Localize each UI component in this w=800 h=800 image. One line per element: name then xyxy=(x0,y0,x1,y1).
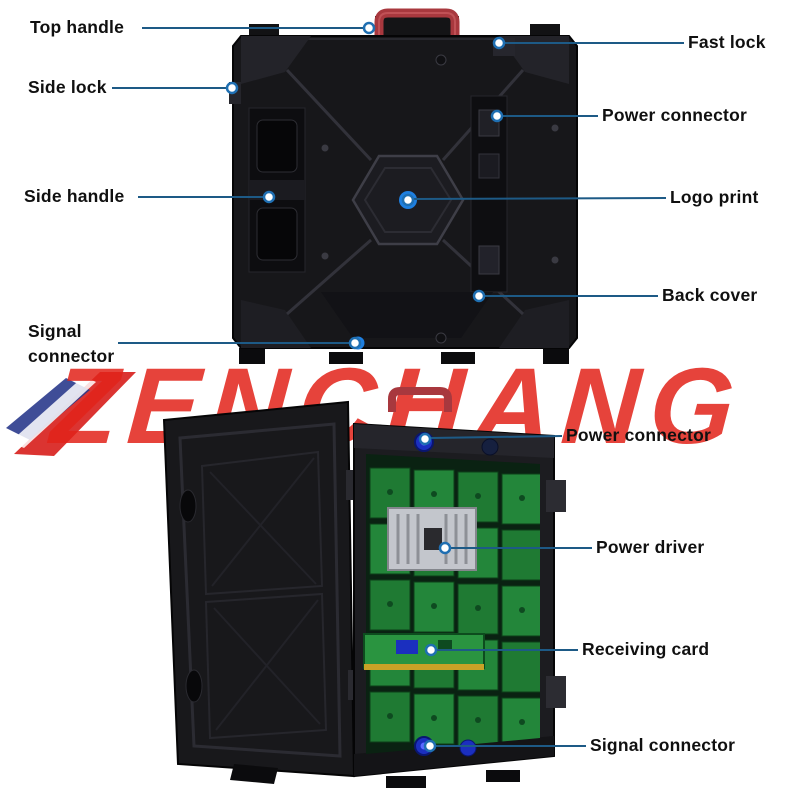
edge-lock-upper xyxy=(546,480,566,512)
brand-logo-white-stripe xyxy=(10,376,96,448)
callout-label-top-handle: Top handle xyxy=(30,17,125,37)
door-latch-upper xyxy=(179,489,197,523)
callout-label-back-cover: Back cover xyxy=(662,285,758,305)
callout-label-logo-print: Logo print xyxy=(670,187,759,207)
brand-logo-red-stripe xyxy=(14,372,136,456)
brand-logo xyxy=(6,372,136,456)
power-connector-part xyxy=(478,109,500,137)
callout-label-receiving-card: Receiving card xyxy=(582,639,710,659)
power-driver-psu xyxy=(387,507,477,571)
cabinet-back-art xyxy=(229,8,578,364)
receiving-card-board xyxy=(363,633,485,670)
callout-label-side-lock: Side lock xyxy=(28,77,107,97)
callout-label-power-driver: Power driver xyxy=(596,537,705,557)
callout-label-side-handle: Side handle xyxy=(24,186,125,206)
cabinet-open-view xyxy=(162,387,566,788)
callout-label-signal-connector: Signal connector xyxy=(28,321,115,367)
fast-lock-part xyxy=(493,38,515,56)
door-latch-lower xyxy=(185,669,203,703)
side-lock-part xyxy=(229,82,241,104)
edge-lock-lower xyxy=(546,676,566,708)
side-handle-slot-lower xyxy=(256,207,298,261)
signal-connector-dot xyxy=(351,336,365,350)
callout-label-power-connector: Power connector xyxy=(602,105,747,125)
callout-label-power-connector-2: Power connector xyxy=(566,425,711,445)
callout-label-fast-lock: Fast lock xyxy=(688,32,766,52)
side-handle-slot-upper xyxy=(256,119,298,173)
bottom-top-handle xyxy=(388,387,452,412)
cabinet-open-art xyxy=(162,387,566,788)
cabinet-back-view xyxy=(229,8,578,364)
callout-label-signal-connector-2: Signal connector xyxy=(590,735,736,755)
